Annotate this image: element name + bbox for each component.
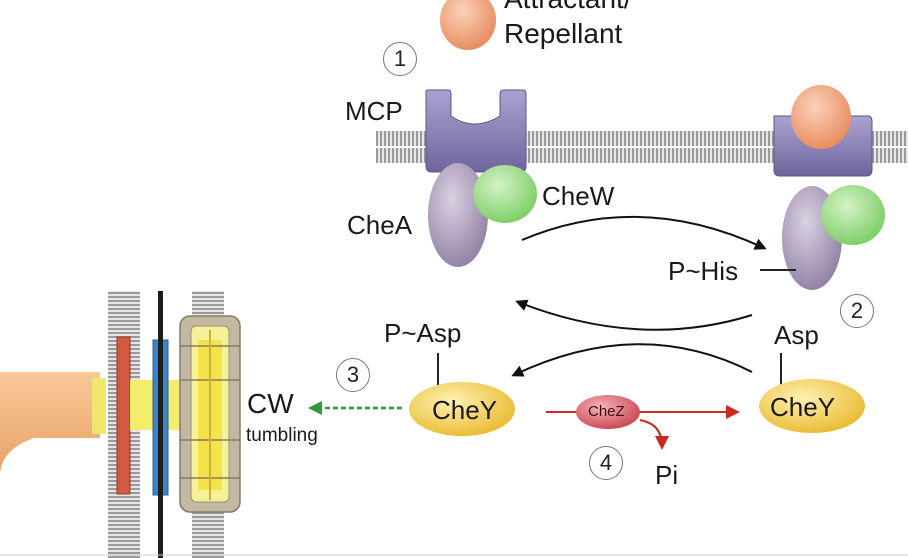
chey-unphosphorylated xyxy=(759,379,865,433)
chea-left xyxy=(428,163,488,267)
chew-left xyxy=(473,165,537,223)
chew-right xyxy=(821,185,885,245)
motor-shaft xyxy=(158,291,163,558)
chey-left-label: CheY xyxy=(432,395,498,425)
step-4: 4 xyxy=(589,446,623,480)
p-his-label: P~His xyxy=(668,256,739,286)
chez-label: CheZ xyxy=(588,403,625,420)
rotor-red xyxy=(116,336,131,495)
chey-right-label: CheY xyxy=(770,392,836,422)
step-1: 1 xyxy=(383,42,417,76)
repellant-label: Repellant xyxy=(504,18,623,49)
tumbling-label: tumbling xyxy=(246,425,318,446)
cw-label: CW xyxy=(247,388,294,419)
chea-label: CheA xyxy=(347,210,413,240)
step-3: 3 xyxy=(336,358,370,392)
free-ligand xyxy=(440,0,496,50)
attractant-label: Attractant/ xyxy=(504,0,632,13)
pi-label: Pi xyxy=(655,460,679,490)
step-2: 2 xyxy=(840,294,874,328)
p-asp-label: P~Asp xyxy=(384,318,462,348)
chew-label: CheW xyxy=(542,181,615,211)
chez xyxy=(576,395,640,429)
asp-label: Asp xyxy=(774,320,819,350)
mcp-receptor-left xyxy=(425,89,527,173)
mcp-label: MCP xyxy=(345,96,403,126)
bound-ligand xyxy=(791,85,851,149)
chey-phosphorylated xyxy=(409,382,515,436)
flagellum-body xyxy=(0,372,100,476)
